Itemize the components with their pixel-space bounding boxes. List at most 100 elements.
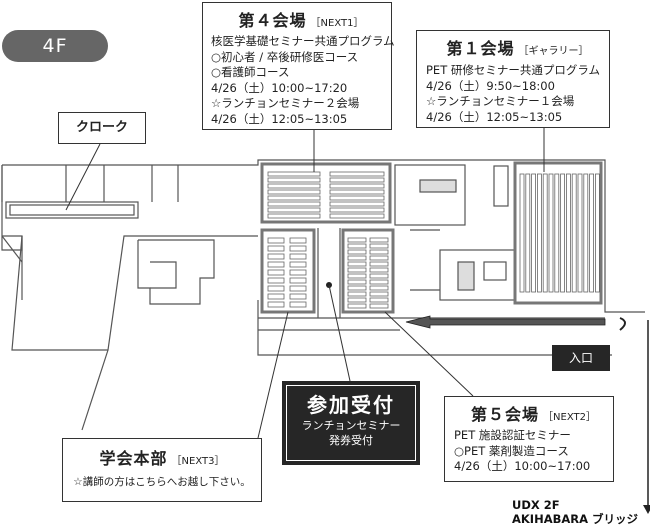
hq-title: 学会本部 bbox=[99, 449, 168, 468]
hall5-seat-row bbox=[369, 291, 389, 297]
hall5-seat-row bbox=[347, 297, 367, 303]
hall5-seat-row bbox=[369, 237, 389, 243]
hall4-seat-row bbox=[329, 177, 385, 183]
hall4-seat-row bbox=[329, 207, 385, 213]
hall5-seat-row bbox=[369, 279, 389, 285]
hall4-seat-row bbox=[329, 213, 385, 219]
hall1-seat-column bbox=[531, 173, 536, 293]
hall1-seat-column bbox=[583, 173, 589, 293]
hall4-seat-row bbox=[329, 183, 385, 189]
hall1-seat-column bbox=[542, 173, 548, 293]
registration-title: 参加受付 bbox=[307, 393, 395, 417]
hall5-seat-row bbox=[347, 285, 367, 291]
hall5-seat-row bbox=[369, 255, 389, 261]
hall4-seat-row bbox=[267, 183, 321, 189]
hall1-title: 第１会場 bbox=[446, 39, 515, 58]
hall4-seat-row bbox=[267, 213, 321, 219]
leader-hall5 bbox=[384, 311, 474, 397]
hq-desk bbox=[267, 277, 285, 284]
hall4-line: ○初心者 / 卒後研修医コース bbox=[211, 49, 359, 64]
hq-desk bbox=[289, 237, 307, 244]
entrance-label: 入口 bbox=[552, 345, 610, 371]
cloak-label: クローク bbox=[58, 112, 146, 144]
hall5-subtitle: ［NEXT2］ bbox=[543, 412, 596, 423]
hall5-seat-row bbox=[347, 279, 367, 285]
hall4-title: 第４会場 bbox=[238, 11, 307, 30]
hall5-line: PET 施設認証セミナー bbox=[454, 428, 571, 442]
west-diagonal bbox=[81, 349, 109, 431]
hall4-line: 核医学基礎セミナー共通プログラム bbox=[211, 34, 395, 48]
hall5-seat-row bbox=[347, 243, 367, 249]
udx-label: UDX 2F AKIHABARA ブリッジ bbox=[512, 498, 638, 526]
stair-block bbox=[137, 239, 215, 305]
hq-desk bbox=[267, 261, 285, 268]
hall4-seat-row bbox=[267, 201, 321, 207]
hall4-line: ○看護師コース bbox=[211, 65, 290, 80]
hall5-seat-row bbox=[369, 285, 389, 291]
hq-subtitle: ［NEXT3］ bbox=[171, 456, 225, 467]
leader-registration bbox=[328, 284, 351, 382]
hq-desk bbox=[289, 269, 307, 276]
hall4-callout: 第４会場［NEXT1］ 核医学基礎セミナー共通プログラム ○初心者 / 卒後研修… bbox=[202, 2, 395, 130]
hall1-callout: 第１会場［ギャラリー］ PET 研修セミナー共通プログラム 4/26（土）9:5… bbox=[416, 30, 610, 128]
hq-desk bbox=[289, 261, 307, 268]
hq-desk bbox=[289, 301, 307, 308]
hall1-title-row: 第１会場［ギャラリー］ bbox=[426, 35, 609, 59]
escalator bbox=[419, 179, 457, 193]
hall4-seat-row bbox=[329, 195, 385, 201]
hall5-callout: 第５会場［NEXT2］ PET 施設認証セミナー ○PET 薬剤製造コース 4/… bbox=[444, 396, 614, 482]
hq-desk bbox=[267, 269, 285, 276]
hall1-line: ☆ランチョンセミナー１会場 bbox=[426, 94, 575, 109]
hall5-title: 第５会場 bbox=[471, 405, 540, 424]
registration-line: 発券受付 bbox=[329, 434, 373, 447]
hall1-line: 4/26（土）12:05~13:05 bbox=[426, 109, 563, 124]
hall5-seat-row bbox=[347, 249, 367, 255]
hall5-seat-row bbox=[347, 255, 367, 261]
hall1-seat-column bbox=[560, 173, 565, 293]
floor-badge: 4F bbox=[2, 30, 108, 62]
hall5-seat-row bbox=[347, 273, 367, 279]
hq-desk bbox=[289, 253, 307, 260]
building-outline bbox=[2, 159, 645, 313]
hall1-seat-column bbox=[566, 173, 571, 293]
hall5-seat-row bbox=[347, 261, 367, 267]
hall5-seat-row bbox=[369, 273, 389, 279]
hall5-seat-row bbox=[369, 249, 389, 255]
udx-line2: AKIHABARA ブリッジ bbox=[512, 512, 639, 526]
hall4-line: ☆ランチョンセミナー２会場 bbox=[211, 96, 360, 111]
hall4-subtitle: ［NEXT1］ bbox=[310, 18, 364, 29]
hall4-seat-row bbox=[267, 207, 321, 213]
registration-callout: 参加受付 ランチョンセミナー 発券受付 bbox=[282, 381, 420, 465]
hall4-seat-row bbox=[329, 171, 385, 177]
west-wing-wall bbox=[11, 235, 258, 351]
hall5-seat-row bbox=[369, 303, 389, 309]
entrance-arrow bbox=[405, 315, 606, 329]
hq-desk bbox=[289, 285, 307, 292]
hq-desk bbox=[289, 245, 307, 252]
hall5-line: 4/26（土）10:00~17:00 bbox=[454, 459, 591, 474]
hq-callout: 学会本部［NEXT3］ ☆講師の方はこちらへお越し下さい。 bbox=[62, 438, 262, 502]
hall5-seat-row bbox=[347, 291, 367, 297]
hall1-seat-column bbox=[519, 173, 525, 293]
hall1-seat-column bbox=[554, 173, 560, 293]
hall5-title-row: 第５会場［NEXT2］ bbox=[454, 401, 613, 425]
hall1-seat-column bbox=[577, 173, 583, 293]
hall1-seat-column bbox=[589, 173, 594, 293]
hq-note: ☆講師の方はこちらへお越し下さい。 bbox=[73, 476, 251, 488]
hall1-seat-column bbox=[537, 173, 542, 293]
hall4-seat-row bbox=[329, 201, 385, 207]
hall1-seat-column bbox=[548, 173, 554, 293]
hq-desk bbox=[289, 293, 307, 300]
hq-desk bbox=[267, 285, 285, 292]
hall4-seat-row bbox=[267, 171, 321, 177]
udx-line1: UDX 2F bbox=[512, 498, 560, 512]
hall1-seat-column bbox=[595, 173, 600, 293]
hall4-seat-row bbox=[267, 189, 321, 195]
hall1-seat-column bbox=[525, 173, 531, 293]
hall5-seat-row bbox=[347, 237, 367, 243]
hall5-line: ○PET 薬剤製造コース bbox=[454, 443, 569, 458]
hall1-subtitle: ［ギャラリー］ bbox=[518, 46, 589, 57]
hq-desk bbox=[267, 301, 285, 308]
registration-line: ランチョンセミナー bbox=[301, 419, 401, 432]
cloak-label-text: クローク bbox=[75, 120, 128, 135]
